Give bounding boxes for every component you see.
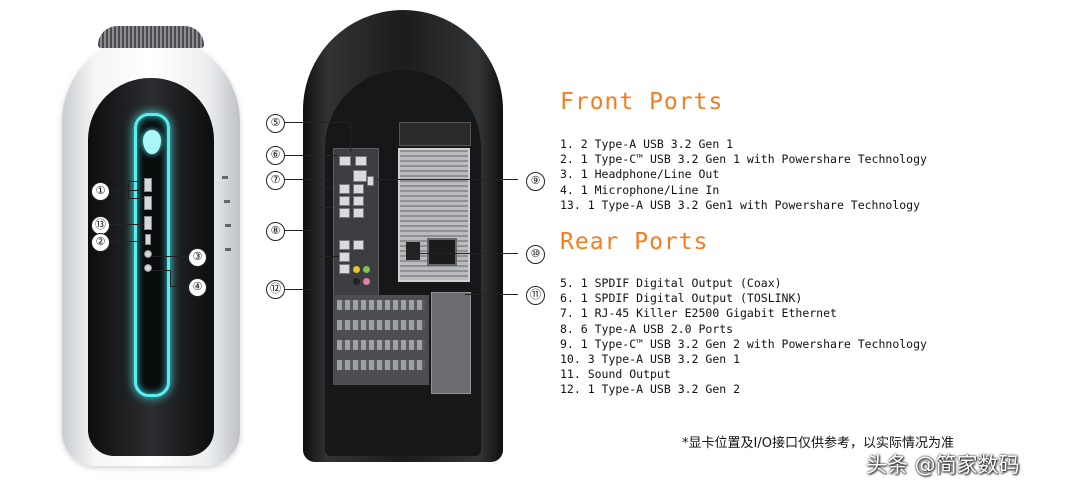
list-item: 1. 2 Type-A USB 3.2 Gen 1 [560, 137, 734, 151]
usb-2-port [339, 196, 350, 206]
top-grille [98, 26, 204, 48]
callout-12: ⑫ [266, 280, 285, 299]
rear-ports-list: 5. 1 SPDIF Digital Output (Coax) 6. 1 SP… [560, 276, 927, 398]
microphone-jack [144, 264, 152, 272]
power-connector [427, 238, 457, 266]
callout-8: ⑧ [266, 222, 285, 241]
leader-line [128, 181, 144, 182]
leader-line [283, 179, 331, 180]
leader-line [313, 256, 314, 290]
gpu-vent [337, 340, 425, 350]
leader-line [128, 198, 144, 199]
list-item: 12. 1 Type-A USB 3.2 Gen 2 [560, 382, 741, 397]
rear-lock-bracket [399, 122, 471, 146]
callout-6: ⑥ [266, 146, 285, 165]
leader-line [313, 207, 333, 208]
side-vent [225, 224, 231, 227]
leader-line [151, 256, 189, 257]
usb-c-gen2-port [367, 176, 374, 186]
side-vent [222, 176, 228, 179]
gpu-vent [337, 300, 425, 310]
disclaimer-note: *显卡位置及I/O接口仅供参考，以实际情况为准 [682, 436, 954, 451]
callout-3: ③ [188, 248, 207, 267]
list-item: 7. 1 RJ-45 Killer E2500 Gigabit Ethernet [560, 306, 837, 321]
usb-gen2-port [339, 264, 350, 274]
callout-7: ⑦ [266, 171, 285, 190]
callout-1: ① [91, 182, 110, 201]
leader-line [378, 179, 518, 180]
list-item: 11. Sound Output [560, 367, 671, 382]
audio-jack [353, 266, 360, 273]
alien-logo-icon [143, 130, 161, 154]
list-item: 3. 1 Headphone/Line Out [560, 167, 720, 182]
rear-tower-image [303, 10, 503, 462]
leader-line [170, 270, 171, 286]
leader-line [313, 187, 314, 231]
list-item: 13. 1 Type-A USB 3.2 Gen1 with Powershar… [560, 197, 921, 212]
watermark: 头条 @简家数码 [866, 453, 1020, 477]
front-tower-image [62, 26, 240, 472]
leader-line [283, 122, 351, 123]
front-ports-heading: Front Ports [560, 89, 724, 115]
list-item: 6. 1 SPDIF Digital Output (TOSLINK) [560, 291, 803, 306]
callout-11: ⑪ [526, 286, 545, 305]
gpu-vent [337, 320, 425, 330]
leader-line [151, 270, 171, 271]
front-usb-a-powershare-port [144, 216, 152, 230]
leader-line [128, 181, 129, 199]
leader-line [109, 190, 141, 191]
leader-line [283, 155, 337, 156]
callout-4: ④ [188, 278, 207, 297]
leader-line [283, 230, 313, 231]
leader-line [283, 289, 313, 290]
light-ring [134, 113, 170, 397]
usb-2-port [353, 184, 364, 194]
front-usb-c-port [145, 234, 151, 245]
leader-line [313, 187, 333, 188]
spdif-toslink-port [355, 156, 367, 166]
spdif-coax-port [339, 156, 351, 166]
usb-gen1-port [339, 252, 350, 262]
audio-jack [363, 278, 370, 285]
leader-line [465, 294, 518, 295]
headphone-jack [144, 250, 152, 258]
gpu-vent [337, 360, 425, 370]
callout-10: ⑩ [526, 245, 545, 264]
audio-jack [363, 266, 370, 273]
usb-gen1-port [339, 240, 350, 250]
power-switch [406, 242, 420, 260]
list-item: 5. 1 SPDIF Digital Output (Coax) [560, 276, 782, 290]
usb-gen1-port [353, 240, 364, 250]
front-usb-a-port [144, 196, 152, 210]
callout-9: ⑨ [526, 172, 545, 191]
list-item: 10. 3 Type-A USB 3.2 Gen 1 [560, 351, 741, 366]
list-item: 9. 1 Type-C™ USB 3.2 Gen 2 with Powersha… [560, 336, 927, 351]
leader-line [109, 241, 144, 242]
rear-ports-heading: Rear Ports [560, 229, 709, 255]
usb-2-port [353, 208, 364, 218]
usb-2-port [339, 184, 350, 194]
leader-line [109, 224, 144, 225]
usb-2-port [353, 196, 364, 206]
leader-line [170, 286, 189, 287]
side-vent [225, 248, 231, 251]
leader-line [350, 122, 351, 152]
list-item: 2. 1 Type-C™ USB 3.2 Gen 1 with Powersha… [560, 152, 927, 167]
audio-jack [353, 278, 360, 285]
front-ports-list: 1. 2 Type-A USB 3.2 Gen 1 2. 1 Type-C™ U… [560, 137, 927, 213]
pcie-bracket [431, 292, 471, 394]
list-item: 8. 6 Type-A USB 2.0 Ports [560, 321, 734, 336]
list-item: 4. 1 Microphone/Line In [560, 182, 720, 197]
callout-2: ② [91, 233, 110, 252]
usb-2-port [339, 208, 350, 218]
leader-line [313, 256, 339, 257]
front-usb-a-port [144, 178, 152, 192]
leader-line [410, 253, 518, 254]
side-vent [224, 200, 230, 203]
ethernet-port [353, 170, 367, 182]
callout-5: ⑤ [266, 114, 285, 133]
